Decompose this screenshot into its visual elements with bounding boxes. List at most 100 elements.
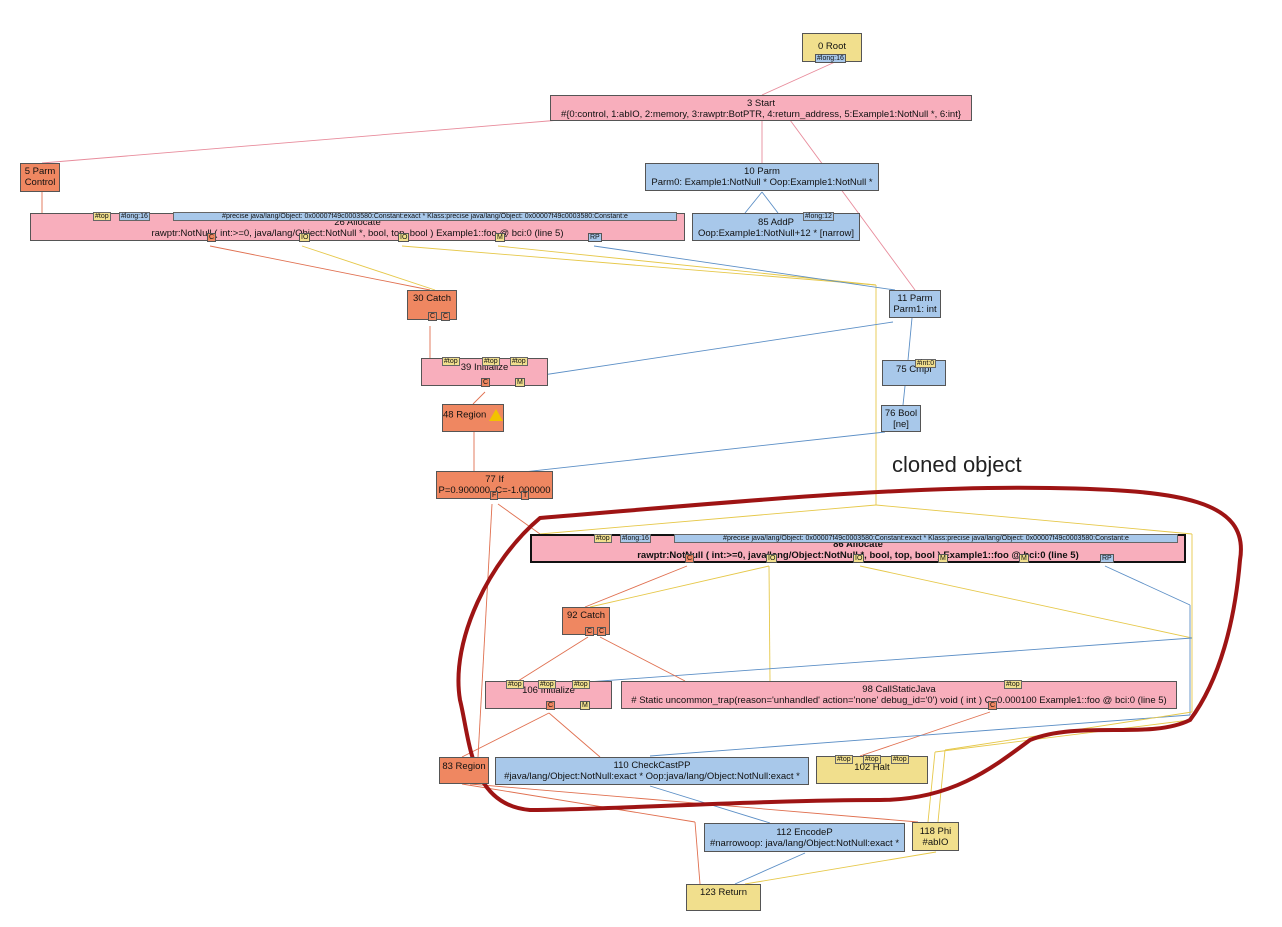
node-title: 0 Root: [818, 41, 846, 52]
node-title: 30 Catch: [412, 293, 452, 304]
warning-icon: [489, 409, 504, 421]
node-tag: #long:12: [803, 212, 834, 221]
node-106-initialize[interactable]: #top #top #top 106 Initialize C M: [485, 680, 612, 710]
node-port: M: [495, 233, 505, 242]
node-tag: #top: [538, 680, 556, 689]
node-detail: Control: [24, 176, 56, 188]
node-title: 110 CheckCastPP: [613, 760, 691, 771]
node-title: 102 Halt: [854, 762, 890, 773]
node-detail: #{0:control, 1:abIO, 2:memory, 3:rawptr:…: [560, 108, 962, 120]
node-98-callstaticjava[interactable]: #top 98 CallStaticJava # Static uncommon…: [621, 680, 1177, 710]
node-26-allocate[interactable]: #top #long:16 #precise java/lang/Object:…: [30, 212, 685, 242]
node-port: C: [597, 627, 607, 636]
node-detail: P=0.900000, C=-1.000000: [438, 484, 551, 496]
node-112-encodep[interactable]: 112 EncodeP #narrowoop: java/lang/Object…: [704, 823, 905, 852]
node-tag: #top: [835, 755, 853, 764]
node-tag: #top: [594, 534, 612, 543]
node-detail: #java/lang/Object:NotNull:exact * Oop:ja…: [504, 770, 800, 782]
node-title: 3 Start: [747, 98, 775, 109]
node-detail: #abIO: [922, 836, 949, 848]
node-port: IO: [398, 233, 410, 242]
node-tag: #long:16: [815, 54, 846, 63]
node-port: M: [1019, 554, 1029, 563]
node-118-phi[interactable]: 118 Phi #abIO: [912, 822, 959, 851]
node-tag: #precise java/lang/Object: 0x00007f49c00…: [674, 534, 1178, 543]
node-110-checkcastpp[interactable]: 110 CheckCastPP #java/lang/Object:NotNul…: [495, 757, 809, 785]
node-title: 5 Parm: [24, 166, 56, 177]
node-tag: #long:16: [620, 534, 651, 543]
node-11-parm[interactable]: 11 Parm Parm1: int: [889, 290, 941, 318]
node-title: 118 Phi: [919, 826, 952, 837]
node-title: 83 Region: [442, 761, 486, 772]
node-30-catch[interactable]: 30 Catch C C: [407, 290, 457, 321]
node-10-parm[interactable]: 10 Parm Parm0: Example1:NotNull * Oop:Ex…: [645, 163, 879, 191]
node-port: C: [546, 701, 556, 710]
node-tag: #top: [863, 755, 881, 764]
node-detail: Oop:Example1:NotNull+12 * [narrow]: [697, 227, 855, 239]
node-tag: #top: [572, 680, 590, 689]
node-86-allocate[interactable]: #top #long:16 #precise java/lang/Object:…: [530, 534, 1186, 563]
node-tag: #top: [93, 212, 111, 221]
node-85-addp[interactable]: #long:12 85 AddP Oop:Example1:NotNull+12…: [692, 212, 860, 241]
node-port: C: [428, 312, 438, 321]
node-92-catch[interactable]: 92 Catch C C: [562, 607, 610, 636]
node-port: C: [441, 312, 451, 321]
node-83-region[interactable]: 83 Region: [439, 757, 489, 784]
node-tag: #top: [891, 755, 909, 764]
node-48-region[interactable]: 48 Region: [442, 404, 504, 432]
node-title: 48 Region: [443, 409, 504, 421]
node-detail: # Static uncommon_trap(reason='unhandled…: [631, 694, 1167, 706]
node-tag: #top: [482, 357, 500, 366]
node-title: 39 Initialize: [460, 362, 509, 373]
node-title-text: 48 Region: [443, 409, 487, 421]
node-76-bool[interactable]: 76 Bool [ne]: [881, 405, 921, 432]
node-title: 10 Parm: [744, 166, 780, 177]
node-port: C: [685, 554, 695, 563]
node-port: C: [207, 233, 217, 242]
cloned-object-annotation: cloned object: [892, 452, 1022, 477]
node-port: IO: [766, 554, 778, 563]
node-port: M: [938, 554, 948, 563]
node-title: 123 Return: [699, 887, 747, 898]
node-title: 26 Allocate: [334, 217, 381, 228]
node-detail: #narrowoop: java/lang/Object:NotNull:exa…: [709, 837, 900, 849]
node-5-parm[interactable]: 5 Parm Control: [20, 163, 60, 192]
node-port: C: [585, 627, 595, 636]
node-tag: #top: [506, 680, 524, 689]
node-detail: Parm0: Example1:NotNull * Oop:Example1:N…: [651, 176, 873, 188]
node-3-start[interactable]: 3 Start #{0:control, 1:abIO, 2:memory, 3…: [550, 95, 972, 121]
node-title: 98 CallStaticJava: [862, 684, 936, 695]
node-tag: #precise java/lang/Object: 0x00007f49c00…: [173, 212, 677, 221]
node-102-halt[interactable]: #top #top #top 102 Halt: [816, 755, 928, 784]
node-title: 106 Initialize: [522, 685, 575, 696]
node-77-if[interactable]: 77 If P=0.900000, C=-1.000000 F T: [436, 471, 553, 500]
node-port: RP: [1100, 554, 1114, 563]
node-title: 77 If: [485, 474, 504, 485]
node-123-return[interactable]: 123 Return: [686, 884, 761, 911]
node-tag: #top: [510, 357, 528, 366]
node-port: IO: [299, 233, 311, 242]
node-port: M: [580, 701, 590, 710]
node-75-cmpi[interactable]: #int:0 75 CmpI: [882, 359, 946, 386]
node-port: T: [521, 491, 530, 500]
node-port: C: [988, 701, 998, 710]
node-port: F: [490, 491, 499, 500]
node-port: IO: [853, 554, 865, 563]
node-tag: #top: [1004, 680, 1022, 689]
node-detail: rawptr:NotNull ( int:>=0, java/lang/Obje…: [151, 227, 564, 239]
node-title: 85 AddP: [758, 217, 794, 228]
node-title: 112 EncodeP: [776, 827, 833, 838]
node-detail: Parm1: int: [893, 303, 937, 315]
node-title: 11 Parm: [897, 293, 933, 304]
node-tag: #top: [442, 357, 460, 366]
node-title: 75 CmpI: [896, 364, 932, 375]
node-detail: [ne]: [893, 418, 909, 430]
node-title: 86 Allocate: [833, 539, 883, 550]
node-39-initialize[interactable]: #top #top #top 39 Initialize C M: [421, 357, 548, 387]
node-port: RP: [588, 233, 602, 242]
node-title: 76 Bool: [884, 408, 918, 419]
node-tag: #int:0: [915, 359, 937, 368]
node-0-root[interactable]: 0 Root #long:16: [802, 33, 862, 63]
node-port: M: [515, 378, 525, 387]
